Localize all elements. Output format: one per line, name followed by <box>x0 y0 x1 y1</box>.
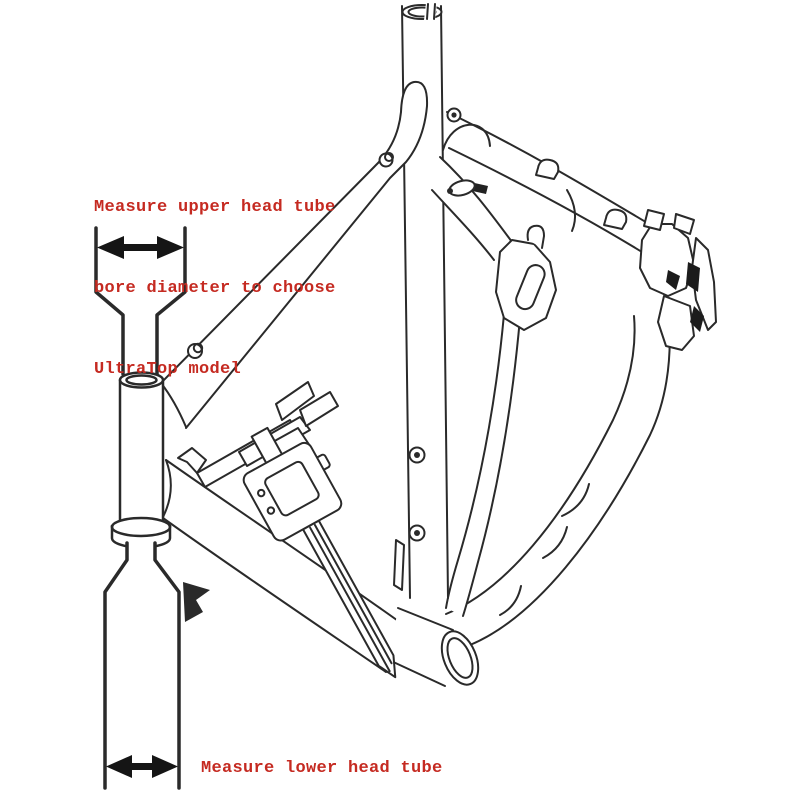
bottle-boss-bolt <box>408 446 426 464</box>
lower-bore-funnel <box>103 541 181 790</box>
head-tube-miter-line <box>162 459 172 518</box>
seat-stay-yoke-arc <box>442 123 491 151</box>
bottom-bracket-shell <box>388 607 480 688</box>
head-tube-bore-diagram <box>94 226 187 790</box>
bicycle-frame <box>158 3 717 688</box>
bottle-boss-bolt <box>408 524 426 542</box>
rear-dropout <box>639 209 717 351</box>
down-tube <box>162 459 409 673</box>
caliper-button <box>257 488 266 498</box>
tube-sleeve-line <box>542 526 568 559</box>
derailleur-hanger <box>657 295 695 351</box>
left-dropout <box>495 224 557 331</box>
annotation-upper-head-tube: Measure upper head tube bore diameter to… <box>94 140 336 410</box>
annotation-line: Measure lower head tube <box>201 759 443 778</box>
seat-stay-left <box>431 156 513 261</box>
lower-diameter-arrow-icon <box>106 755 178 778</box>
annotation-line: UltraTop model <box>94 360 242 379</box>
tube-sleeve-line <box>566 189 577 232</box>
tube-sleeve-line <box>499 585 522 616</box>
axle-slot <box>515 264 546 311</box>
annotation-line: Measure upper head tube <box>94 198 336 217</box>
tube-sleeve-line <box>561 483 590 517</box>
cable-pulley <box>447 179 476 197</box>
head-tube <box>110 371 172 549</box>
head-tube-collar <box>110 516 172 538</box>
annotation-line: bore diameter to choose <box>94 279 336 298</box>
top-tube-bolt <box>378 152 394 168</box>
top-tube <box>158 80 429 429</box>
chain-stay-left <box>445 313 521 617</box>
annotation-lower-head-tube: Measure lower head tube bore diameter to… <box>201 701 443 800</box>
upper-bore-funnel <box>94 226 187 376</box>
cable-stop <box>603 208 628 230</box>
top-tube-bolt <box>187 342 204 359</box>
cable-stop <box>535 158 560 180</box>
chain-stay-right <box>445 315 671 646</box>
caliper-button <box>266 506 276 515</box>
digital-caliper <box>177 381 397 679</box>
cable-guide-tab <box>393 539 405 591</box>
seat-tube-bolt <box>446 107 462 123</box>
junction-gusset <box>183 582 210 622</box>
seat-tube <box>393 3 449 599</box>
upper-diameter-arrow-icon <box>97 236 184 259</box>
caliper-display <box>264 460 320 517</box>
bb-shell-opening <box>440 630 480 686</box>
